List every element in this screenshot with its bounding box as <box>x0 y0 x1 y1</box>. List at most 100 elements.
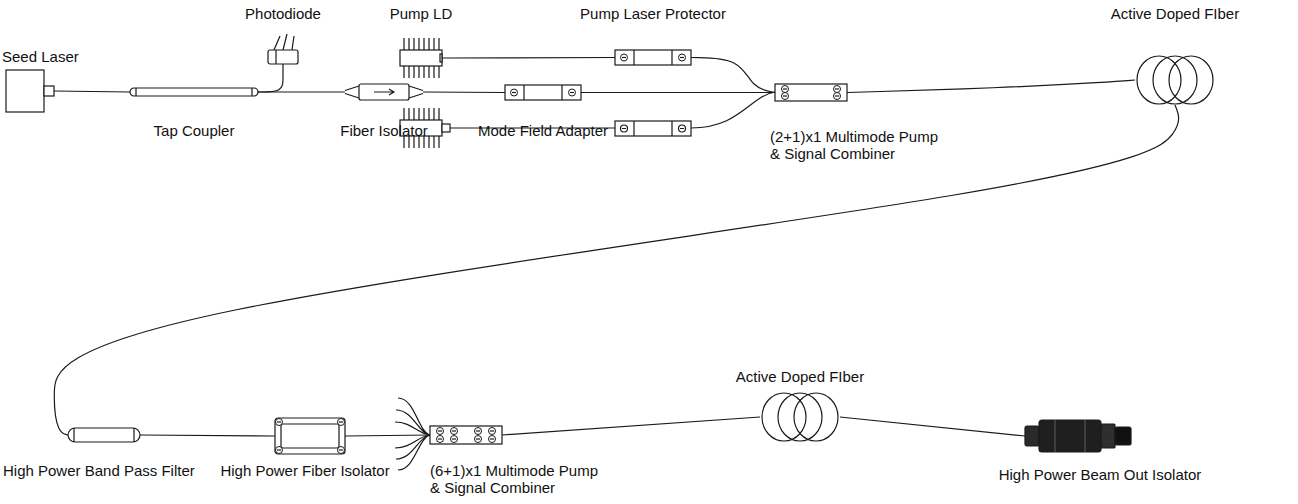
component-outline <box>68 428 140 442</box>
component-outline <box>440 54 442 62</box>
component-label: (2+1)x1 Multimode Pump & Signal Combiner <box>770 128 942 162</box>
component-icon <box>68 428 140 442</box>
component-icon <box>6 70 54 112</box>
component-icon <box>275 418 345 454</box>
component-outline <box>775 84 847 101</box>
screw <box>511 89 518 96</box>
component-detail <box>136 88 252 96</box>
photodiode: Photodiode <box>268 50 298 64</box>
tap-coupler: Tap Coupler <box>130 88 258 96</box>
component-icon <box>760 392 840 442</box>
component-outline <box>1039 420 1101 452</box>
direction-arrow <box>374 89 394 95</box>
fiber <box>691 92 775 128</box>
screw-slot <box>277 421 281 422</box>
pump-signal-combiner: (2+1)x1 Multimode Pump & Signal Combiner <box>775 84 847 101</box>
protector-body <box>615 121 691 136</box>
photodiode-pins <box>274 34 294 50</box>
component-outline <box>615 50 691 65</box>
component-label: Seed Laser <box>2 48 79 65</box>
screw-slot <box>476 430 480 431</box>
component-outline <box>430 426 502 444</box>
component-label: Fiber Isolator <box>340 122 428 139</box>
screw-slot <box>339 421 343 422</box>
screw <box>451 428 458 435</box>
mode-field-adapter: Mode Field Adapter <box>505 85 581 100</box>
pump-signal-combiner: (6+1)x1 Multimode Pump & Signal Combiner <box>430 426 502 444</box>
component-detail <box>74 428 134 442</box>
active-doped-fiber: Active Doped FIber <box>1135 55 1215 105</box>
screw-slot <box>490 430 494 431</box>
component-label: (6+1)x1 Multimode Pump & Signal Combiner <box>430 462 602 496</box>
screw <box>437 428 444 435</box>
screw-slot <box>476 438 480 439</box>
screw-slot <box>835 95 839 96</box>
component-icon <box>268 50 298 64</box>
component-outline <box>275 418 345 454</box>
active-doped-fiber: Active Doped FIber <box>760 392 840 442</box>
screw <box>276 447 283 454</box>
screw <box>834 93 841 100</box>
component-detail <box>275 50 276 64</box>
component-icon <box>400 50 442 66</box>
component-outline <box>359 84 409 100</box>
fiber-connector <box>442 57 615 59</box>
screw <box>437 436 444 443</box>
screw <box>569 89 576 96</box>
fiber-connector <box>581 92 775 93</box>
beam-out-isolator: High Power Beam Out Isolator <box>1025 420 1131 452</box>
screw <box>338 447 345 454</box>
component-outline <box>400 50 442 66</box>
housing-seam <box>1055 420 1085 452</box>
screw <box>489 428 496 435</box>
fiber-connector <box>258 64 283 92</box>
component-icon <box>505 85 581 100</box>
screw-slot <box>512 92 516 93</box>
component-outline <box>1115 427 1131 445</box>
fiber-isolator: Fiber Isolator <box>345 84 423 100</box>
screw-slot <box>452 430 456 431</box>
seed-laser: Seed Laser <box>6 70 54 112</box>
component-label: Mode Field Adapter <box>478 122 608 139</box>
component-detail <box>524 85 562 100</box>
component-label: High Power Band Pass Filter <box>3 462 195 479</box>
screw-slot <box>339 449 343 450</box>
screw <box>782 93 789 100</box>
component-detail <box>634 50 672 65</box>
screw-slot <box>277 449 281 450</box>
fiber-connector <box>840 417 1025 436</box>
component-label: Photodiode <box>245 5 321 22</box>
component-outline <box>281 424 339 448</box>
fiber-connector <box>423 91 505 93</box>
screw <box>782 86 789 93</box>
pump-ld-nose <box>442 124 450 132</box>
fiber-connector <box>502 417 760 435</box>
screw <box>489 436 496 443</box>
pump-fiber-fan <box>395 398 430 470</box>
fiber-connector <box>140 435 275 436</box>
component-outline <box>1025 426 1039 446</box>
fiber-connector <box>54 105 1178 435</box>
component-icon <box>430 426 502 444</box>
component-label: High Power Fiber Isolator <box>220 462 389 479</box>
component-icon <box>1025 420 1131 452</box>
screw-slot <box>680 57 684 58</box>
component-label: Active Doped FIber <box>736 368 864 385</box>
fiber-coil-loop <box>1169 56 1213 104</box>
screw-slot <box>835 88 839 89</box>
component-outline <box>1101 424 1115 448</box>
fiber-connector <box>691 58 775 93</box>
pump-laser-protector: Pump Laser Protector <box>615 50 691 65</box>
screw <box>451 436 458 443</box>
band-pass-filter: High Power Band Pass Filter <box>68 428 140 442</box>
screw-slot <box>622 57 626 58</box>
screw-slot <box>783 95 787 96</box>
screw-slot <box>438 430 442 431</box>
lower-pump-group <box>395 92 775 470</box>
component-label: Pump LD <box>390 5 453 22</box>
pump-ld-pins <box>404 108 439 120</box>
screw-slot <box>570 92 574 93</box>
screw <box>338 419 345 426</box>
pump-ld: Pump LD <box>400 50 442 66</box>
screw <box>475 428 482 435</box>
